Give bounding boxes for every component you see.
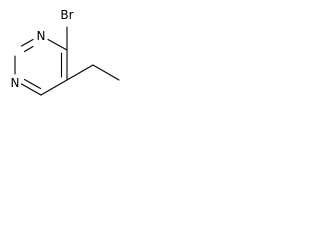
bond-c5-c6: [40, 79, 68, 96]
bond-c5-ch2: [66, 64, 94, 81]
bond-ch2-ch3: [92, 64, 120, 81]
atom-label-nitrogen-n1: N: [11, 76, 20, 90]
bond-c6-n1-inner: [23, 78, 42, 90]
pyrimidine-ring: [14, 38, 68, 96]
bond-c6-n1: [20, 83, 42, 96]
bond-c2-n3: [20, 38, 34, 47]
bond-c2-n3-inner: [23, 45, 34, 53]
atom-label-nitrogen-n3: N: [37, 29, 46, 43]
atom-label-bromine: Br: [60, 8, 73, 22]
molecule-structure: Br N N: [11, 8, 120, 96]
bond-n3-c4: [47, 38, 68, 51]
